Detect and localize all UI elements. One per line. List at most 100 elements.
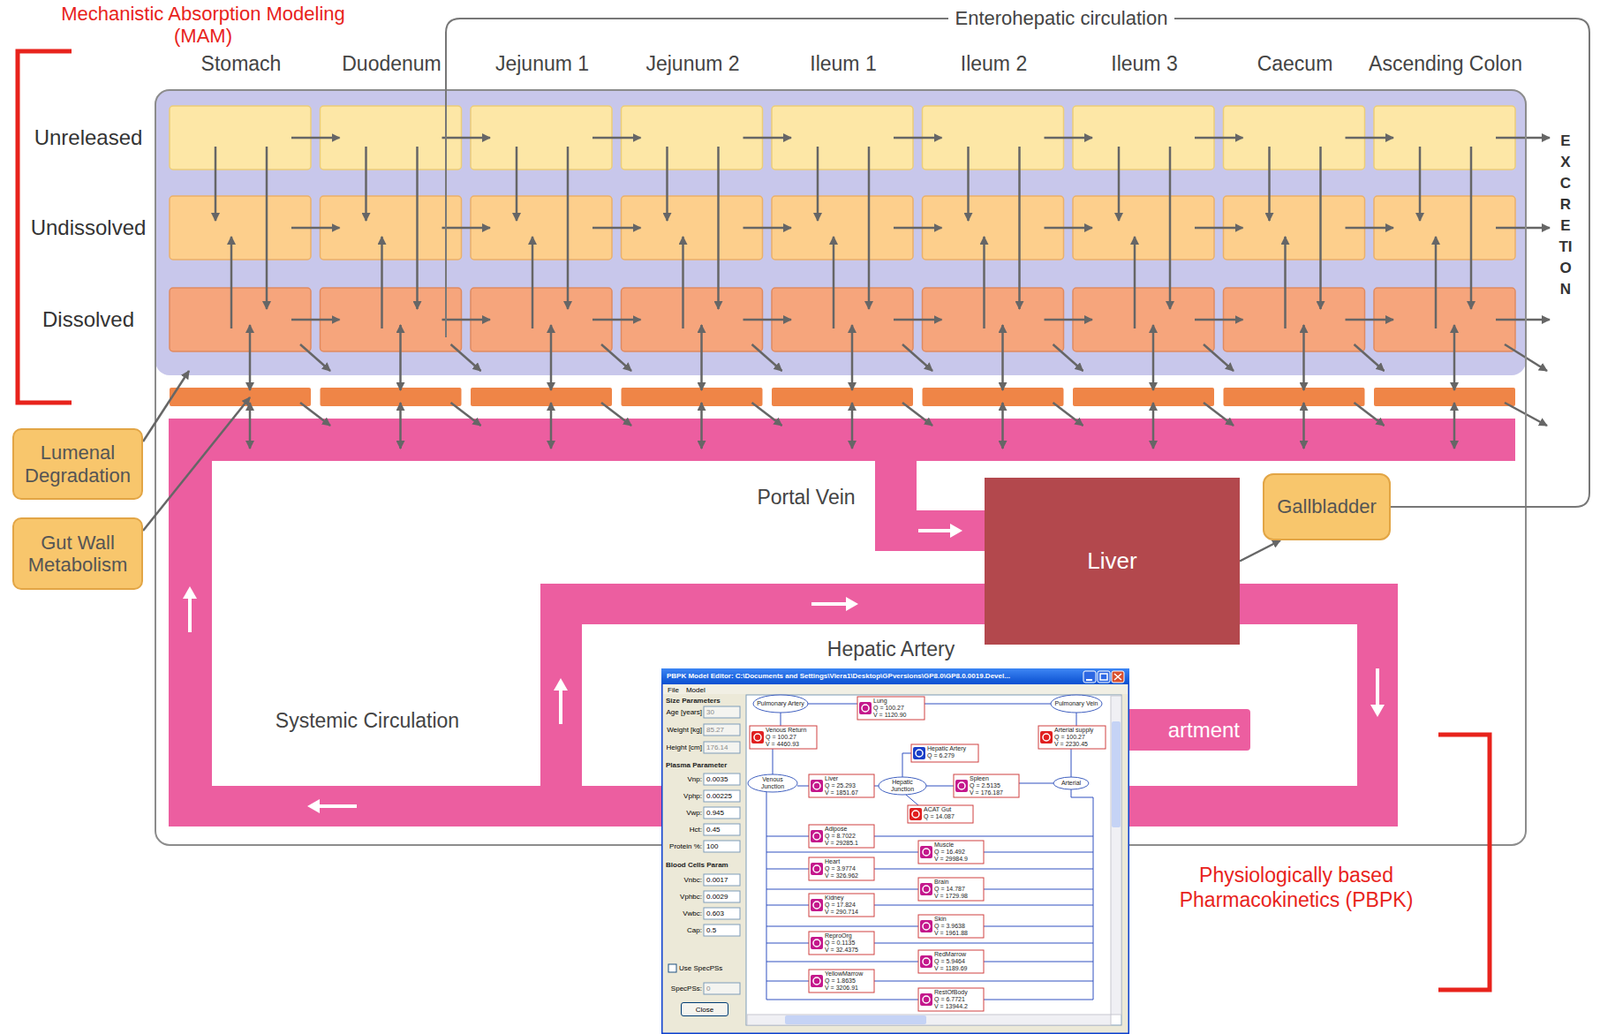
compartment-cell — [1373, 105, 1516, 170]
organ-box — [953, 774, 1019, 798]
model-link — [1076, 712, 1078, 726]
compartment-cell — [621, 287, 763, 352]
organ-icon-mark — [1042, 733, 1050, 741]
flow-arrow — [364, 146, 368, 221]
vessel-label: Portal Vein — [756, 485, 855, 510]
junction-ellipse — [747, 774, 798, 793]
field-label: Vnbc: — [664, 875, 702, 884]
organ-text: V = 3206.91 — [824, 984, 859, 992]
flow-arrow — [1345, 318, 1395, 322]
compartment-cell — [470, 287, 612, 352]
compartment-cell — [320, 105, 462, 170]
compartment-cell — [621, 105, 763, 170]
blood-vessel — [168, 418, 212, 827]
flow-arrow — [752, 344, 783, 371]
flow-direction-head — [845, 596, 859, 612]
flow-arrow — [1194, 318, 1244, 322]
model-link — [780, 712, 782, 726]
organ-icon-mark — [813, 832, 821, 840]
gut-wall-strip — [621, 387, 763, 407]
flow-direction-head — [182, 586, 197, 599]
organ-icon — [913, 747, 926, 760]
vessel-label: Hepatic Artery — [827, 637, 955, 662]
organ-icon — [920, 993, 933, 1006]
flow-arrow — [1319, 146, 1322, 310]
organ-icon — [810, 779, 823, 793]
flow-arrow — [1418, 146, 1422, 221]
organ-text: RedMarrow — [934, 950, 967, 959]
gut-wall-strip — [771, 387, 914, 407]
flow-arrow — [743, 318, 793, 322]
scrollbar — [1110, 695, 1122, 1015]
flow-arrow — [1470, 146, 1473, 310]
organ-box — [808, 824, 875, 848]
organ-icon — [751, 731, 764, 744]
section-title: Physiologically based Pharmacokinetics (… — [1163, 862, 1429, 913]
gut-wall-strip — [922, 387, 1065, 407]
model-link — [766, 999, 919, 1001]
flow-arrow — [1152, 324, 1155, 391]
organ-icon-mark — [958, 782, 966, 790]
model-link — [766, 981, 809, 982]
flow-arrow — [1152, 402, 1155, 449]
field-label: Vphbc: — [664, 892, 702, 901]
input-field — [703, 890, 740, 903]
flow-arrow — [1044, 226, 1094, 230]
flow-arrow — [399, 402, 402, 449]
flow-arrow — [893, 136, 943, 140]
column-header: Duodenum — [341, 52, 442, 76]
compartment-cell — [1373, 196, 1516, 260]
compartment-cell — [1223, 196, 1366, 260]
flow-arrow — [1203, 402, 1234, 426]
organ-text: V = 176.187 — [969, 789, 1004, 797]
input-field — [703, 907, 740, 920]
scroll-thumb — [784, 1015, 927, 1025]
flow-arrow — [1001, 402, 1004, 449]
flow-arrow — [1345, 226, 1395, 230]
organ-text: Q = 3.9774 — [824, 865, 856, 873]
organ-text: ReproOrg — [824, 932, 853, 940]
flow-arrow — [1001, 324, 1004, 391]
checkbox — [668, 964, 677, 973]
model-link — [874, 785, 879, 787]
group-header: Size Parameters — [665, 696, 721, 705]
window-title: PBPK Model Editor: C:\Documents and Sett… — [666, 671, 1011, 681]
model-link — [766, 926, 919, 928]
model-link — [874, 836, 1094, 838]
model-link — [766, 961, 919, 963]
organ-box — [749, 725, 817, 749]
organ-text: Skin — [934, 915, 947, 923]
input-field — [703, 773, 740, 785]
model-link — [1071, 797, 1094, 799]
field-label: Vwbc: — [664, 909, 702, 918]
model-link — [926, 785, 954, 787]
flow-arrow — [902, 344, 933, 371]
organ-icon-mark — [813, 977, 821, 985]
flow-arrow — [851, 402, 854, 449]
flow-arrow — [592, 226, 642, 230]
flow-arrow — [265, 146, 269, 310]
organ-text: V = 32.4375 — [824, 946, 859, 954]
compartment-cell — [1072, 287, 1215, 352]
compartment-cell — [1373, 287, 1516, 352]
input-field — [703, 982, 740, 995]
button-glyph — [1100, 673, 1108, 680]
organ-box — [911, 744, 979, 763]
flow-direction-head — [307, 799, 320, 814]
organ-text: Lung — [873, 697, 888, 705]
flow-arrow — [902, 402, 933, 426]
input-field — [703, 924, 740, 936]
flow-arrow — [300, 402, 331, 426]
organ-text: Q = 25.293 — [824, 782, 856, 790]
menu-item: File — [667, 686, 680, 695]
organ-icon — [810, 898, 823, 912]
field-label: Hct: — [664, 825, 702, 834]
compartment-cell — [1223, 105, 1366, 170]
menu-bar — [663, 684, 1128, 695]
organ-icon-mark — [861, 704, 869, 712]
organ-box — [808, 774, 875, 798]
flow-arrow — [1117, 146, 1121, 221]
flow-arrow — [665, 146, 669, 221]
process-box: Lumenal Degradation — [12, 428, 144, 500]
node-text: Gallbladder — [1276, 495, 1377, 518]
